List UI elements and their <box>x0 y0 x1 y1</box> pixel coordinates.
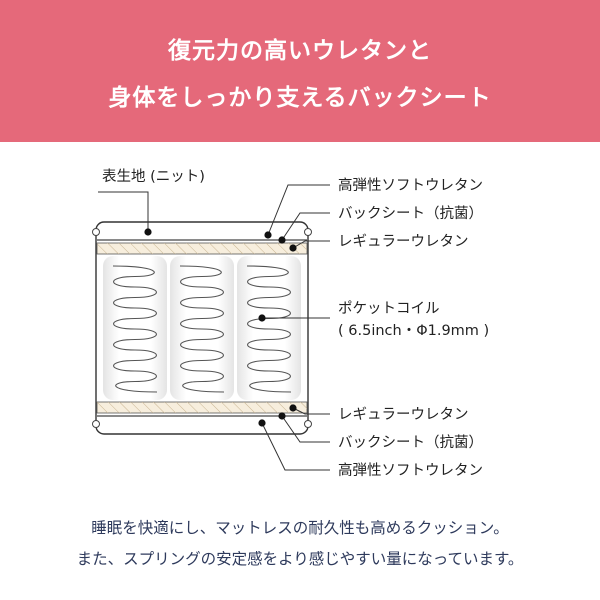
label-pocket-coil: ポケットコイル <box>338 300 440 317</box>
coil-spring <box>112 265 158 393</box>
leader-dot <box>264 231 272 239</box>
label-backsheet-upper: バックシート（抗菌） <box>338 205 483 222</box>
corner-dot <box>92 228 100 236</box>
coil-spring <box>179 265 225 393</box>
leader-dot <box>278 412 286 420</box>
header-banner: 復元力の高いウレタンと 身体をしっかり支えるバックシート <box>0 0 600 142</box>
leader-line-backsheet-lower <box>281 415 330 443</box>
corner-dot <box>304 228 312 236</box>
label-pocket-coil-spec: ( 6.5inch・Φ1.9mm ) <box>338 323 489 339</box>
caption-line-1: 睡眠を快適にし、マットレスの耐久性も高めるクッション。 <box>91 519 509 537</box>
label-regular-urethane-upper: レギュラーウレタン <box>338 233 469 250</box>
coil-pocket <box>170 256 234 400</box>
leader-dot <box>289 244 297 252</box>
leader-line-regular-upper <box>292 240 330 249</box>
leader-dot <box>289 404 297 412</box>
label-soft-urethane-upper: 高弾性ソフトウレタン <box>338 177 483 194</box>
coil-pocket <box>103 256 167 400</box>
leader-dot <box>144 228 152 236</box>
corner-dot <box>92 420 100 428</box>
label-regular-urethane-lower: レギュラーウレタン <box>338 406 469 423</box>
caption-line-2: また、スプリングの安定感をより感じやすい量になっています。 <box>76 550 524 568</box>
leader-dot <box>258 419 266 427</box>
leader-line-backsheet-upper <box>281 212 330 241</box>
label-soft-urethane-lower: 高弾性ソフトウレタン <box>338 462 483 479</box>
header-title-line-1: 復元力の高いウレタンと <box>168 38 432 64</box>
leader-dot <box>258 314 266 322</box>
leader-line-soft-urethane-upper <box>267 184 330 236</box>
leader-line-top-fabric <box>98 191 149 232</box>
header-title-line-2: 身体をしっかり支えるバックシート <box>108 85 492 111</box>
mattress-cross-section-diagram: 表生地 (ニット) 高弾性ソフトウレタン バックシート（抗菌） レギュラーウレタ… <box>92 168 489 479</box>
coil-pocket <box>237 256 301 400</box>
label-top-fabric: 表生地 (ニット) <box>102 168 205 185</box>
leader-line-soft-urethane-lower <box>261 422 330 471</box>
corner-dot <box>304 420 312 428</box>
coil-spring <box>246 265 292 393</box>
leader-dot <box>278 236 286 244</box>
leader-line-regular-lower <box>292 407 330 415</box>
label-backsheet-lower: バックシート（抗菌） <box>338 434 483 451</box>
